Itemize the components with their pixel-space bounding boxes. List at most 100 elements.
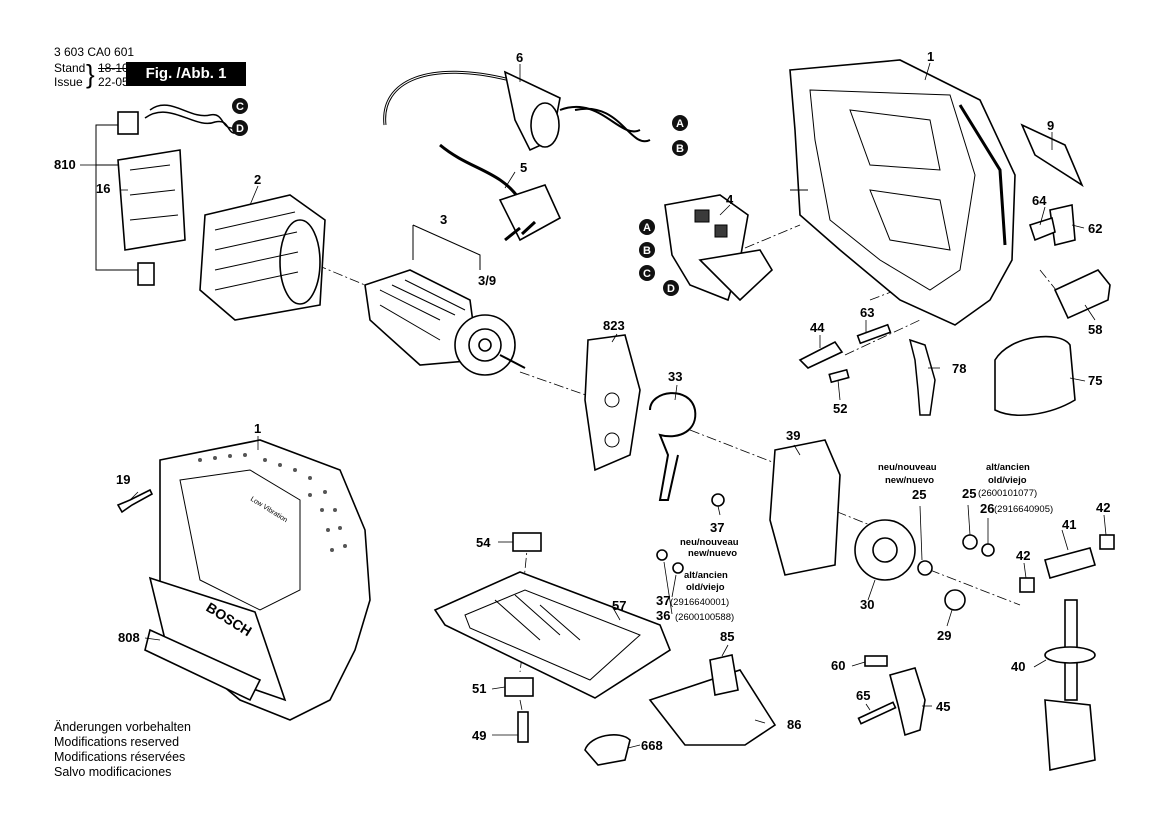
- plate-52: [828, 368, 850, 384]
- switch-assembly: [95, 104, 241, 286]
- label-44: 44: [810, 320, 825, 335]
- svg-text:A: A: [676, 118, 684, 130]
- label-668: 668: [641, 738, 663, 753]
- svg-text:B: B: [676, 143, 684, 155]
- label-26: 26: [980, 501, 994, 516]
- label-65: 65: [856, 688, 870, 703]
- ann-neu-37-1: neu/nouveau: [680, 537, 739, 548]
- label-9: 9: [1047, 118, 1054, 133]
- washers-37-36: [656, 493, 725, 574]
- felt-60: [864, 655, 888, 667]
- label-78: 78: [952, 361, 966, 376]
- ann-alt-25-2: old/viejo: [988, 475, 1027, 486]
- screw-19: [116, 488, 154, 514]
- connector-d-2: D: [663, 280, 679, 296]
- label-25-new: 25: [912, 487, 926, 502]
- label-2: 2: [254, 172, 261, 187]
- wire-spring-78: [908, 338, 936, 416]
- label-5: 5: [520, 160, 527, 175]
- label-36: 36: [656, 608, 670, 623]
- screw-49: [517, 711, 529, 743]
- label-808: 808: [118, 630, 140, 645]
- svg-text:C: C: [236, 101, 244, 113]
- gear-30: [854, 519, 916, 581]
- label-3: 3: [440, 212, 447, 227]
- gear-plate-823: [584, 334, 641, 472]
- label-16: 16: [96, 181, 110, 196]
- connector-a-2: A: [639, 219, 655, 235]
- label-51: 51: [472, 681, 486, 696]
- svg-text:D: D: [667, 283, 675, 295]
- ann-code-36: (2600100588): [675, 612, 734, 623]
- chip-collector-44: [798, 340, 844, 369]
- nut-42a: [1019, 577, 1035, 593]
- label-33: 33: [668, 369, 682, 384]
- ann-code-26: (2916640905): [994, 504, 1053, 515]
- label-75: 75: [1088, 373, 1102, 388]
- label-3-9: 3/9: [478, 273, 496, 288]
- housing-half-left: BOSCH Low Vibration: [144, 439, 371, 721]
- label-58: 58: [1088, 322, 1102, 337]
- label-39: 39: [786, 428, 800, 443]
- field-coil: [199, 194, 326, 321]
- clip-58: [1053, 269, 1111, 320]
- note-de: Änderungen vorbehalten: [54, 720, 191, 734]
- lever-85: [709, 654, 739, 696]
- cam-plate-39: [769, 439, 841, 576]
- connectors: C D A B A B C D: [232, 98, 688, 296]
- pin-64: [1028, 216, 1056, 242]
- ann-alt-37-2: old/viejo: [686, 582, 725, 593]
- cover-808: [144, 628, 262, 702]
- ann-neu-25-2: new/nuevo: [885, 475, 934, 486]
- doc-number: 3 603 CA0 601: [54, 45, 135, 59]
- label-37-old: 37: [656, 593, 670, 608]
- plunger-40: [1044, 599, 1096, 771]
- spring-33: [649, 392, 697, 501]
- label-42-left: 42: [1016, 548, 1030, 563]
- svg-text:D: D: [236, 123, 244, 135]
- ring-26: [981, 543, 995, 557]
- label-6: 6: [516, 50, 523, 65]
- note-es: Salvo modificaciones: [54, 765, 172, 779]
- label-823: 823: [603, 318, 625, 333]
- pad-54: [512, 532, 542, 552]
- leader-lines: [80, 62, 1107, 749]
- label-57: 57: [612, 598, 626, 613]
- ann-neu-37-2: new/nuevo: [688, 548, 737, 559]
- label-1-top: 1: [927, 49, 934, 64]
- connector-b-1: B: [672, 140, 688, 156]
- old-date: 18-10: [98, 61, 129, 75]
- connector-c-2: C: [639, 265, 655, 281]
- label-60: 60: [831, 658, 845, 673]
- label-42-right: 42: [1096, 500, 1110, 515]
- label-37-new: 37: [710, 520, 724, 535]
- note-fr: Modifications réservées: [54, 750, 186, 764]
- svg-text:C: C: [643, 268, 651, 280]
- label-49: 49: [472, 728, 486, 743]
- label-4: 4: [726, 192, 734, 207]
- label-62: 62: [1088, 221, 1102, 236]
- annotations: neu/nouveau new/nuevo alt/ancien old/vie…: [670, 462, 1053, 623]
- label-19: 19: [116, 472, 130, 487]
- connector-b-2: B: [639, 242, 655, 258]
- armature: [364, 224, 526, 376]
- label-54: 54: [476, 535, 491, 550]
- label-29: 29: [937, 628, 951, 643]
- bearing-29: [944, 589, 966, 611]
- label-40: 40: [1011, 659, 1025, 674]
- pin-65: [857, 701, 897, 725]
- label-64: 64: [1032, 193, 1047, 208]
- connector-a-1: A: [672, 115, 688, 131]
- svg-text:A: A: [643, 222, 651, 234]
- ann-alt-25-1: alt/ancien: [986, 462, 1030, 473]
- connector-c-1: C: [232, 98, 248, 114]
- power-cable-assembly: [383, 70, 651, 242]
- svg-text:B: B: [643, 245, 651, 257]
- note-en: Modifications reserved: [54, 735, 180, 749]
- pad-51: [504, 677, 534, 697]
- label-45: 45: [936, 699, 950, 714]
- label-41: 41: [1062, 517, 1076, 532]
- base-plate-57: [433, 571, 671, 699]
- ann-alt-37-1: alt/ancien: [684, 570, 728, 581]
